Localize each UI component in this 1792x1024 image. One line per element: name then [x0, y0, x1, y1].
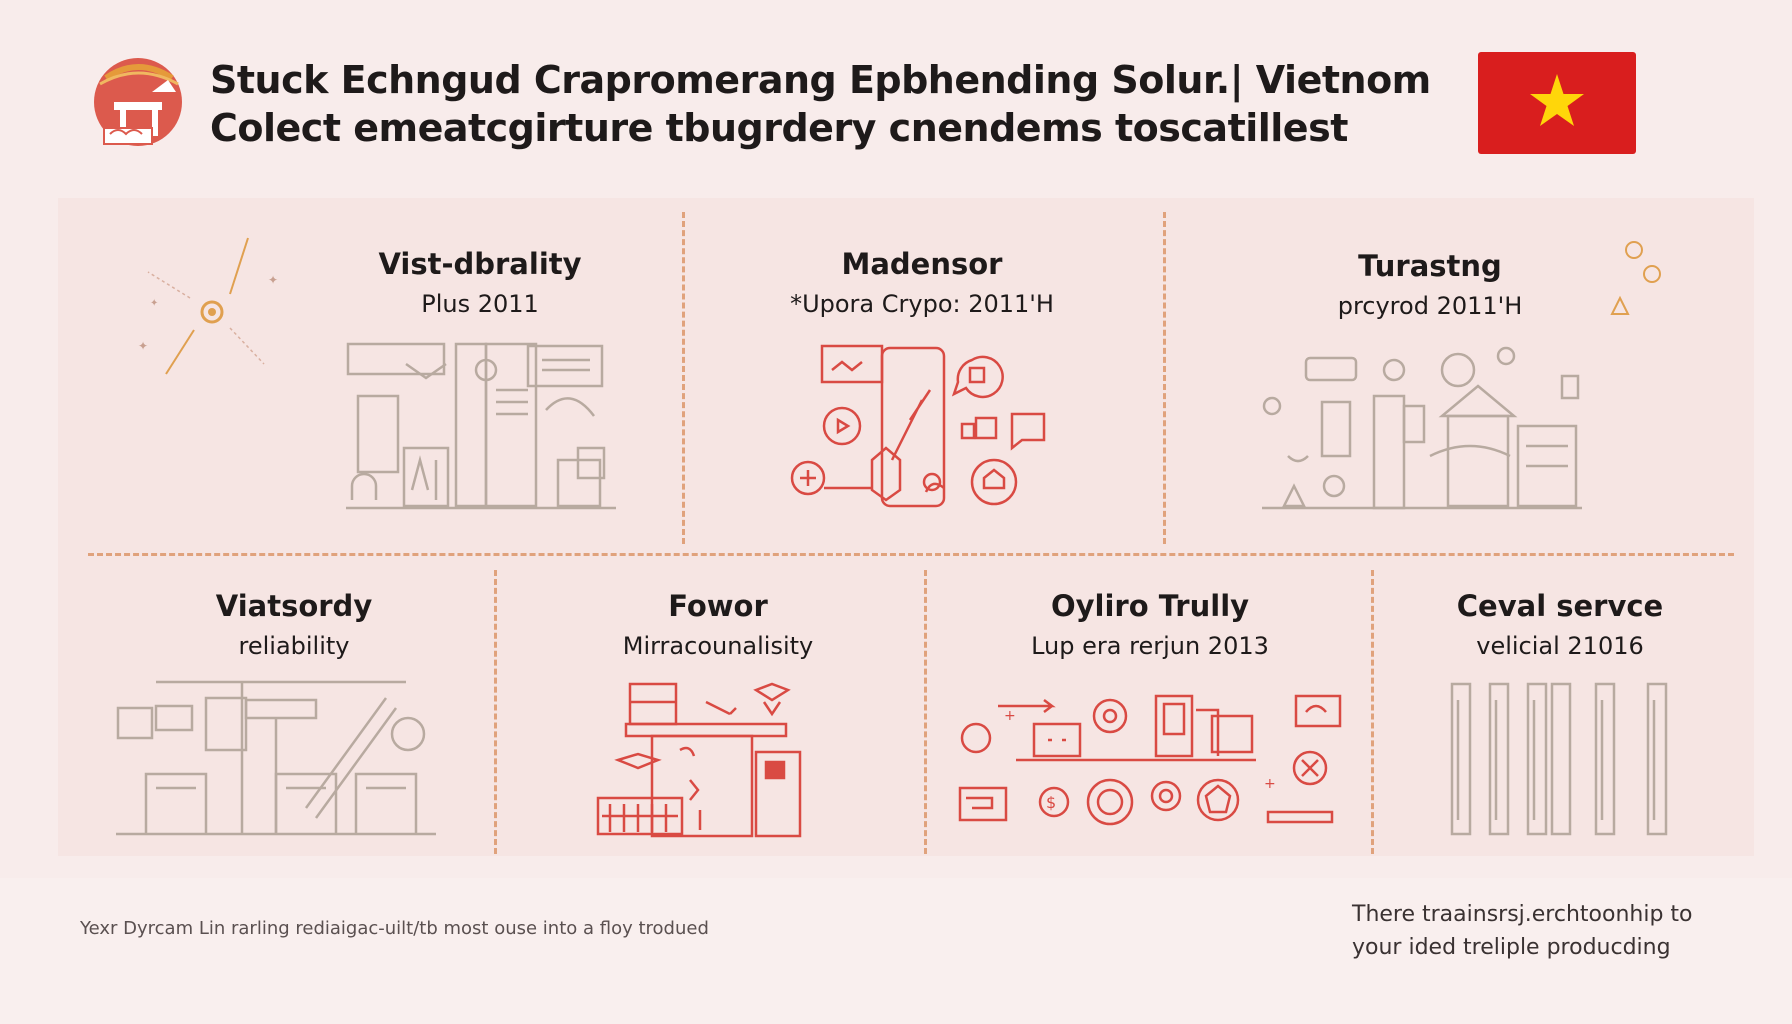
workshop-illustration-icon: [596, 680, 832, 840]
card-top-1: Vist-dbrality Plus 2011: [330, 246, 630, 320]
divider-vertical-4: [924, 570, 927, 854]
card-subtitle: Plus 2011: [421, 290, 539, 318]
footer-tagline: There traainsrsj.erchtoonhip to your ide…: [1352, 898, 1693, 964]
card-title: Turastng: [1358, 249, 1502, 283]
divider-vertical-1: [682, 212, 685, 544]
footer: Yexr Dyrcam Lin rarling rediaigac-uilt/t…: [0, 878, 1792, 1024]
card-subtitle: reliability: [238, 632, 350, 660]
content-panel: [58, 198, 1754, 856]
divider-horizontal: [88, 553, 1734, 556]
temple-emblem-icon: [86, 50, 196, 150]
page-title: Stuck Echngud Crapromerang Epbhending So…: [210, 56, 1431, 152]
footer-caption: Yexr Dyrcam Lin rarling rediaigac-uilt/t…: [80, 918, 709, 939]
card-subtitle: prcyrod 2011'H: [1337, 292, 1523, 320]
divider-vertical-3: [494, 570, 497, 854]
svg-text:+: +: [1004, 708, 1016, 724]
card-bottom-1: Viatsordy reliability: [144, 588, 444, 662]
card-title: Madensor: [841, 247, 1003, 281]
card-subtitle: Mirracounalisity: [622, 632, 814, 660]
card-bottom-2: Fowor Mirracounalisity: [562, 588, 874, 662]
payment-tokens-illustration-icon: + $ +: [956, 690, 1346, 836]
card-subtitle: velicial 21016: [1476, 632, 1644, 660]
svg-text:✦: ✦: [150, 298, 158, 309]
card-title: Vist-dbrality: [378, 247, 582, 281]
svg-text:$: $: [1046, 793, 1056, 812]
sparkle-icon: ✦ ✦ ✦: [130, 228, 290, 398]
card-top-3: Turastng prcyrod 2011'H: [1280, 248, 1580, 322]
card-title: Ceval servce: [1456, 589, 1664, 623]
coin-sparkle-icon: [1604, 236, 1684, 326]
card-subtitle: Lup era rerjun 2013: [1031, 632, 1269, 660]
divider-vertical-2: [1163, 212, 1166, 544]
card-title: Fowor: [668, 589, 768, 623]
divider-vertical-5: [1371, 570, 1374, 854]
title-line-2: Colect emeatcgirture tbugrdery cnendems …: [210, 106, 1348, 150]
header: Stuck Echngud Crapromerang Epbhending So…: [0, 0, 1792, 190]
card-bottom-4: Ceval servce velicial 21016: [1410, 588, 1710, 662]
footer-tagline-line-2: your ided treliple producding: [1352, 935, 1671, 960]
card-bottom-3: Oyliro Trully Lup era rerjun 2013: [1000, 588, 1300, 662]
title-line-1: Stuck Echngud Crapromerang Epbhending So…: [210, 58, 1431, 102]
tech-devices-illustration-icon: [786, 340, 1056, 516]
card-title: Oyliro Trully: [1050, 589, 1250, 623]
svg-text:✦: ✦: [138, 339, 148, 353]
card-top-2: Madensor *Upora Crypo: 2011'H: [762, 246, 1082, 320]
svg-text:✦: ✦: [268, 273, 278, 287]
office-desk-illustration-icon: [346, 340, 616, 510]
industrial-crane-illustration-icon: [116, 678, 436, 836]
vietnam-flag-icon: [1478, 52, 1636, 154]
svg-text:+: +: [1264, 776, 1276, 792]
bar-columns-illustration-icon: [1448, 680, 1684, 836]
card-title: Viatsordy: [215, 589, 373, 623]
card-subtitle: *Upora Crypo: 2011'H: [790, 290, 1054, 318]
footer-tagline-line-1: There traainsrsj.erchtoonhip to: [1352, 902, 1693, 927]
city-services-illustration-icon: [1262, 336, 1582, 512]
